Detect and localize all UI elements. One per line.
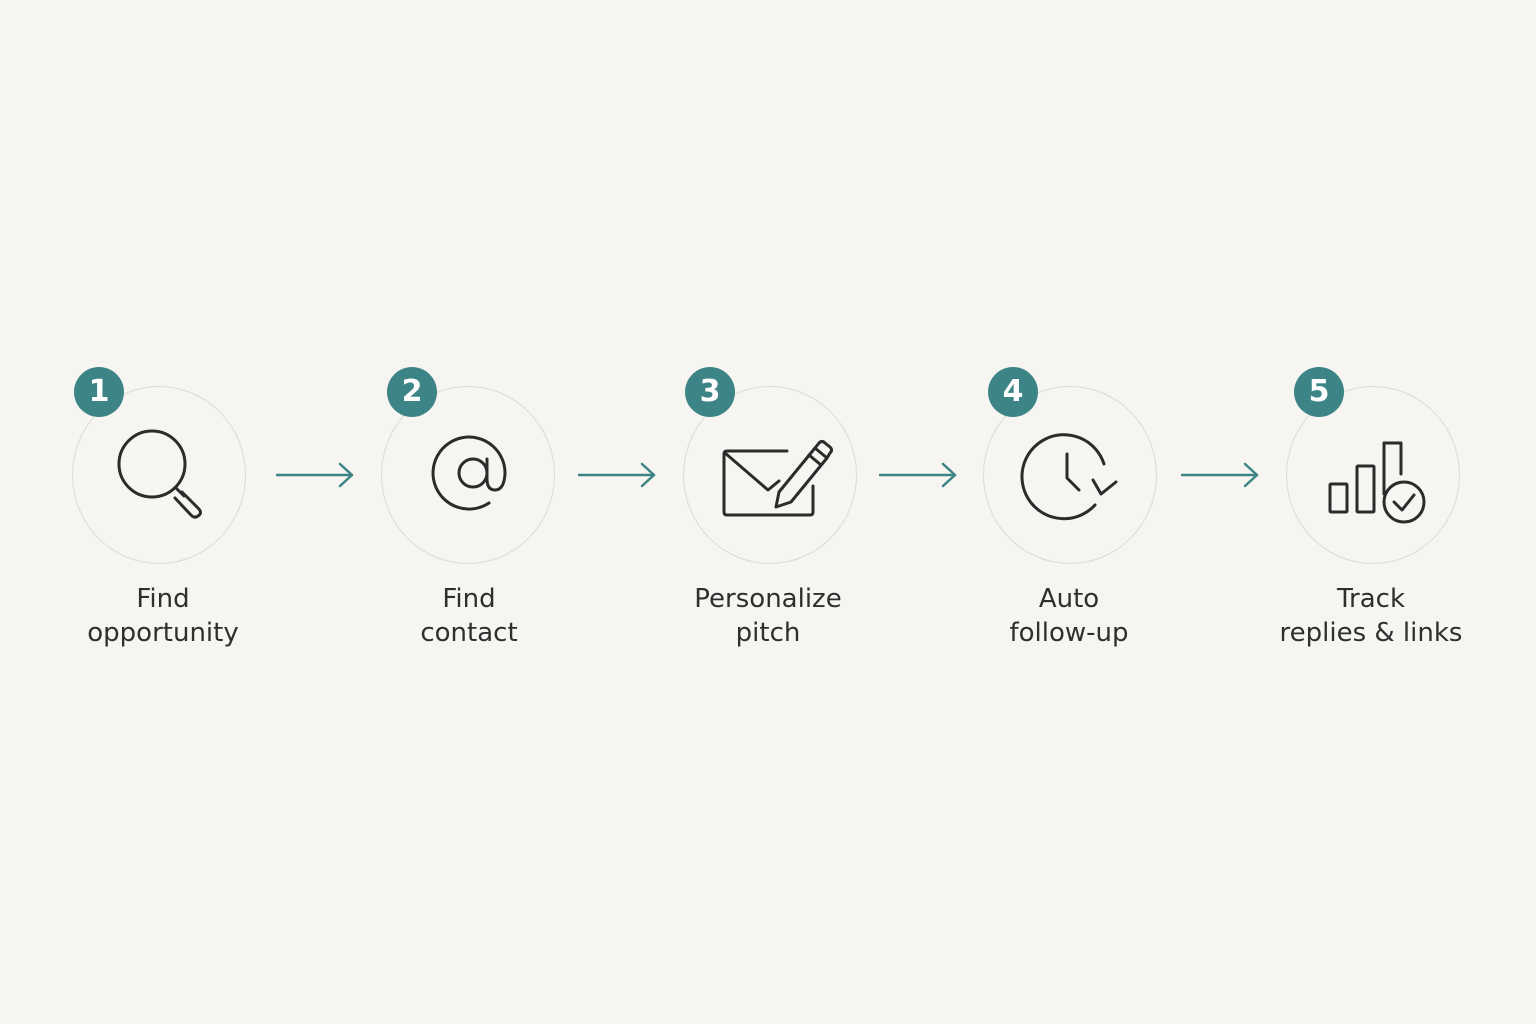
envelope-pencil-icon	[722, 440, 833, 517]
label-line: Personalize	[694, 584, 842, 614]
at-sign-icon	[431, 435, 507, 511]
label-line: contact	[420, 618, 518, 648]
label-line: Find	[136, 584, 190, 614]
step-number-badge: 3	[685, 367, 735, 417]
label-line: follow-up	[1009, 618, 1129, 648]
label-line: Auto	[1038, 584, 1100, 614]
step-label: Personalize pitch	[638, 582, 898, 650]
search-icon	[117, 429, 202, 519]
bar-chart-check-icon	[1328, 441, 1426, 524]
label-line: Find	[442, 584, 496, 614]
step-3: 3	[683, 367, 859, 564]
label-line: pitch	[735, 618, 801, 648]
step-label: Find contact	[339, 582, 599, 650]
step-number-badge: 4	[988, 367, 1038, 417]
step-2: 2	[381, 367, 557, 564]
step-number-badge: 5	[1294, 367, 1344, 417]
label-line: opportunity	[87, 618, 239, 648]
arrow-right-icon	[276, 462, 354, 488]
clock-refresh-icon	[1020, 433, 1118, 521]
arrow-right-icon	[1181, 462, 1259, 488]
label-line: replies & links	[1279, 618, 1463, 648]
arrow-right-icon	[578, 462, 656, 488]
step-label: Track replies & links	[1241, 582, 1501, 650]
label-line: Track	[1336, 584, 1406, 614]
step-label: Find opportunity	[33, 582, 293, 650]
step-label: Auto follow-up	[939, 582, 1199, 650]
step-4: 4	[983, 367, 1159, 564]
step-number-badge: 2	[387, 367, 437, 417]
step-1: 1	[72, 367, 248, 564]
step-5: 5	[1286, 367, 1462, 564]
step-number-badge: 1	[74, 367, 124, 417]
arrow-right-icon	[879, 462, 957, 488]
